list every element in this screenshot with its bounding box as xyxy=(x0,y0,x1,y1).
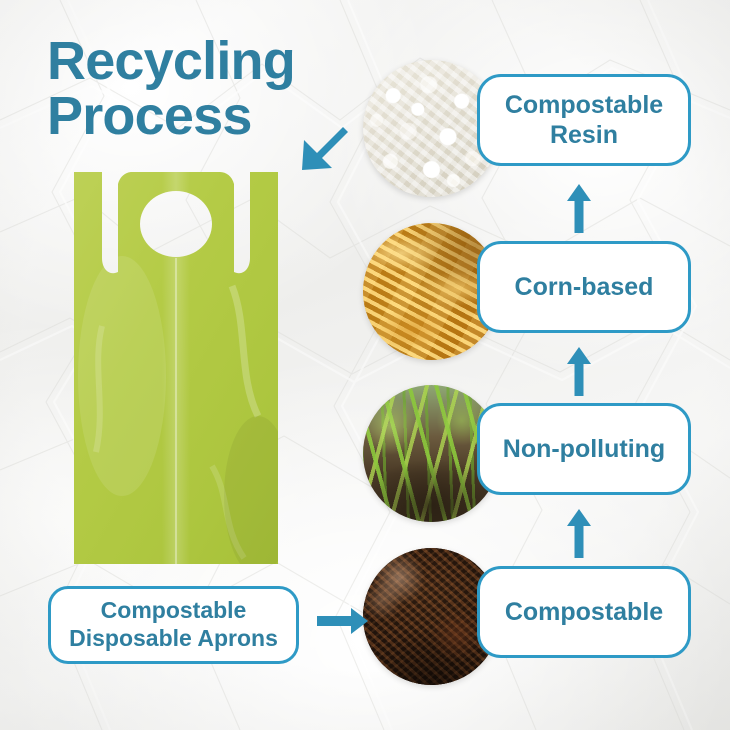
arrow-up-icon xyxy=(567,184,591,233)
corn-cobs-photo xyxy=(363,223,500,360)
page-title: Recycling Process xyxy=(47,31,296,147)
step-label-compostable[interactable]: Compostable xyxy=(477,566,691,658)
arrow-up-icon xyxy=(567,347,591,396)
arrow-right-icon xyxy=(317,608,368,634)
step-label-non-polluting[interactable]: Non-polluting xyxy=(477,403,691,495)
step-label-corn-based[interactable]: Corn-based xyxy=(477,241,691,333)
step-label-compostable-resin[interactable]: Compostable Resin xyxy=(477,74,691,166)
compostable-apron-image xyxy=(62,166,292,576)
arrow-up-icon xyxy=(567,509,591,558)
arrow-down-left-icon xyxy=(302,127,348,170)
flow-start-label-aprons[interactable]: Compostable Disposable Aprons xyxy=(48,586,299,664)
